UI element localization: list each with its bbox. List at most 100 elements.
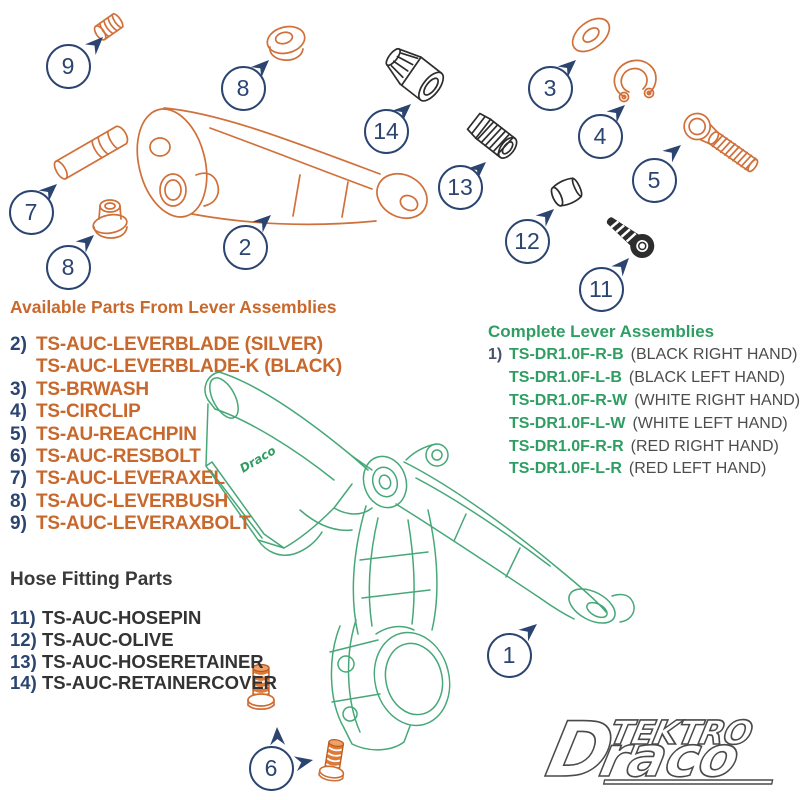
item-number: 7)	[10, 468, 27, 490]
callout-14-label: 14	[373, 117, 399, 144]
part-9-leveraxbolt-drawing	[93, 12, 124, 41]
callout-5: 5	[631, 157, 677, 203]
list-item: TS-DR1.0F-L-B (BLACK LEFT HAND)	[488, 369, 800, 392]
part-8-leverbush-top-drawing	[266, 25, 306, 61]
part-2-leverblade-drawing	[136, 107, 428, 226]
list-item: TS-DR1.0F-L-W(WHITE LEFT HAND)	[488, 415, 800, 438]
part-desc: (BLACK LEFT HAND)	[628, 368, 786, 386]
callout-8-top-label: 8	[236, 74, 250, 101]
part-code: TS-AUC-LEVERBLADE-K (BLACK)	[36, 356, 342, 378]
part-code: TS-AU-REACHPIN	[36, 423, 197, 445]
part-code: TS-DR1.0F-L-W	[509, 414, 626, 432]
item-number: 8)	[10, 490, 27, 512]
item-number: 1)	[488, 346, 503, 363]
callout-9-label: 9	[61, 52, 75, 79]
callout-13: 13	[437, 164, 483, 210]
callout-11-label: 11	[589, 275, 613, 302]
logo-underline	[602, 779, 774, 785]
item-number: 5)	[10, 423, 27, 445]
list-item: 14)TS-AUC-RETAINERCOVER	[10, 672, 277, 694]
callout-8-bottom-label: 8	[61, 253, 75, 280]
hose-parts-heading: Hose Fitting Parts	[10, 569, 173, 590]
callout-13-label: 13	[447, 173, 473, 200]
list-item: 12)TS-AUC-OLIVE	[10, 629, 277, 651]
callout-9: 9	[45, 43, 91, 89]
part-5-reachpin-drawing	[683, 112, 759, 173]
lever-parts-heading: Available Parts From Lever Assemblies	[10, 297, 337, 317]
list-item: TS-DR1.0F-L-R(RED LEFT HAND)	[488, 460, 800, 483]
logo-brand-text: TEKTRO	[607, 713, 756, 752]
item-number: 4)	[10, 401, 27, 423]
assemblies-heading: Complete Lever Assemblies	[488, 322, 715, 341]
list-item: TS-DR1.0F-R-R (RED RIGHT HAND)	[488, 438, 800, 461]
part-code: TS-DR1.0F-L-R	[509, 460, 622, 478]
part-code: TS-AUC-LEVERBLADE (SILVER)	[36, 334, 323, 355]
list-item: 7) TS-AUC-LEVERAXEL	[10, 468, 342, 490]
part-13-hoseretainer-drawing	[466, 112, 518, 159]
callout-3-label: 3	[543, 74, 557, 101]
part-desc: (RED RIGHT HAND)	[630, 437, 779, 455]
hose-parts-list: 11) TS-AUC-HOSEPIN 12)TS-AUC-OLIVE 13)TS-…	[10, 607, 277, 694]
part-code: TS-DR1.0F-L-B	[509, 368, 622, 386]
list-item: 2) TS-AUC-LEVERBLADE (SILVER)	[10, 334, 342, 356]
list-item: 5) TS-AU-REACHPIN	[10, 424, 342, 446]
callout-12: 12	[504, 218, 550, 264]
callout-2-label: 2	[238, 233, 252, 260]
item-number: 2)	[10, 334, 27, 355]
list-item: 13)TS-AUC-HOSERETAINER	[10, 651, 277, 673]
list-item: 11) TS-AUC-HOSEPIN	[10, 607, 277, 629]
part-11-hosepin-drawing	[606, 217, 655, 259]
part-desc: (BLACK RIGHT HAND)	[630, 346, 798, 363]
list-item: 1) TS-DR1.0F-R-B (BLACK RIGHT HAND)	[488, 346, 800, 369]
item-number: 14)	[10, 672, 37, 694]
tektro-draco-logo: TEKTRO D raco	[539, 706, 774, 796]
callout-5-label: 5	[647, 166, 661, 193]
item-number: 12)	[10, 628, 37, 650]
part-code: TS-AUC-OLIVE	[42, 628, 174, 650]
part-6-resbolt-a-drawing	[247, 663, 275, 710]
item-number: 11)	[10, 607, 36, 628]
part-14-retainercover-drawing	[385, 47, 445, 102]
part-code: TS-AUC-RESBOLT	[36, 445, 201, 467]
list-item: TS-DR1.0F-R-W(WHITE RIGHT HAND)	[488, 392, 800, 415]
callout-11: 11	[578, 266, 624, 312]
callout-7: 7	[8, 189, 54, 235]
part-code: TS-AUC-LEVERAXEL	[36, 468, 225, 490]
callout-2: 2	[222, 224, 268, 270]
part-code: TS-AUC-HOSEPIN	[42, 607, 202, 628]
list-item: 9) TS-AUC-LEVERAXBOLT	[10, 513, 342, 535]
item-number: 6)	[10, 445, 27, 467]
logo-model-rest: raco	[594, 725, 745, 790]
callout-3: 3	[527, 65, 573, 111]
part-code: TS-AUC-LEVERAXBOLT	[36, 513, 251, 535]
callout-12-label: 12	[514, 227, 540, 254]
callout-1: 1	[486, 632, 532, 678]
part-code: TS-BRWASH	[36, 378, 149, 400]
part-1-lever-assembly-drawing: Draco	[204, 371, 635, 751]
callout-14: 14	[363, 108, 409, 154]
callout-6: 6	[248, 745, 294, 791]
list-item: 8) TS-AUC-LEVERBUSH	[10, 491, 342, 513]
part-6-resbolt-b-drawing	[318, 739, 345, 782]
callout-8-top: 8	[220, 65, 266, 111]
part-3-brwash-drawing	[571, 17, 611, 53]
list-item: 6) TS-AUC-RESBOLT	[10, 446, 342, 468]
part-code: TS-CIRCLIP	[36, 401, 141, 423]
part-code: TS-DR1.0F-R-W	[509, 391, 628, 409]
callout-1-label: 1	[502, 641, 516, 668]
part-code: TS-DR1.0F-R-R	[509, 437, 624, 455]
callout-8-bottom: 8	[45, 244, 91, 290]
part-code: TS-AUC-RETAINERCOVER	[42, 672, 278, 694]
part-code: TS-DR1.0F-R-B	[509, 346, 624, 363]
callout-7-label: 7	[24, 198, 38, 225]
item-number: 13)	[10, 650, 37, 672]
item-number: 9)	[10, 513, 27, 535]
part-code: TS-AUC-LEVERBUSH	[36, 490, 229, 512]
assemblies-list: 1) TS-DR1.0F-R-B (BLACK RIGHT HAND) TS-DR1…	[488, 346, 800, 483]
item-number: 3)	[10, 378, 27, 400]
list-item: TS-AUC-LEVERBLADE-K (BLACK)	[10, 356, 342, 378]
part-12-olive-drawing	[550, 177, 583, 207]
part-4-circlip-drawing	[613, 59, 657, 103]
